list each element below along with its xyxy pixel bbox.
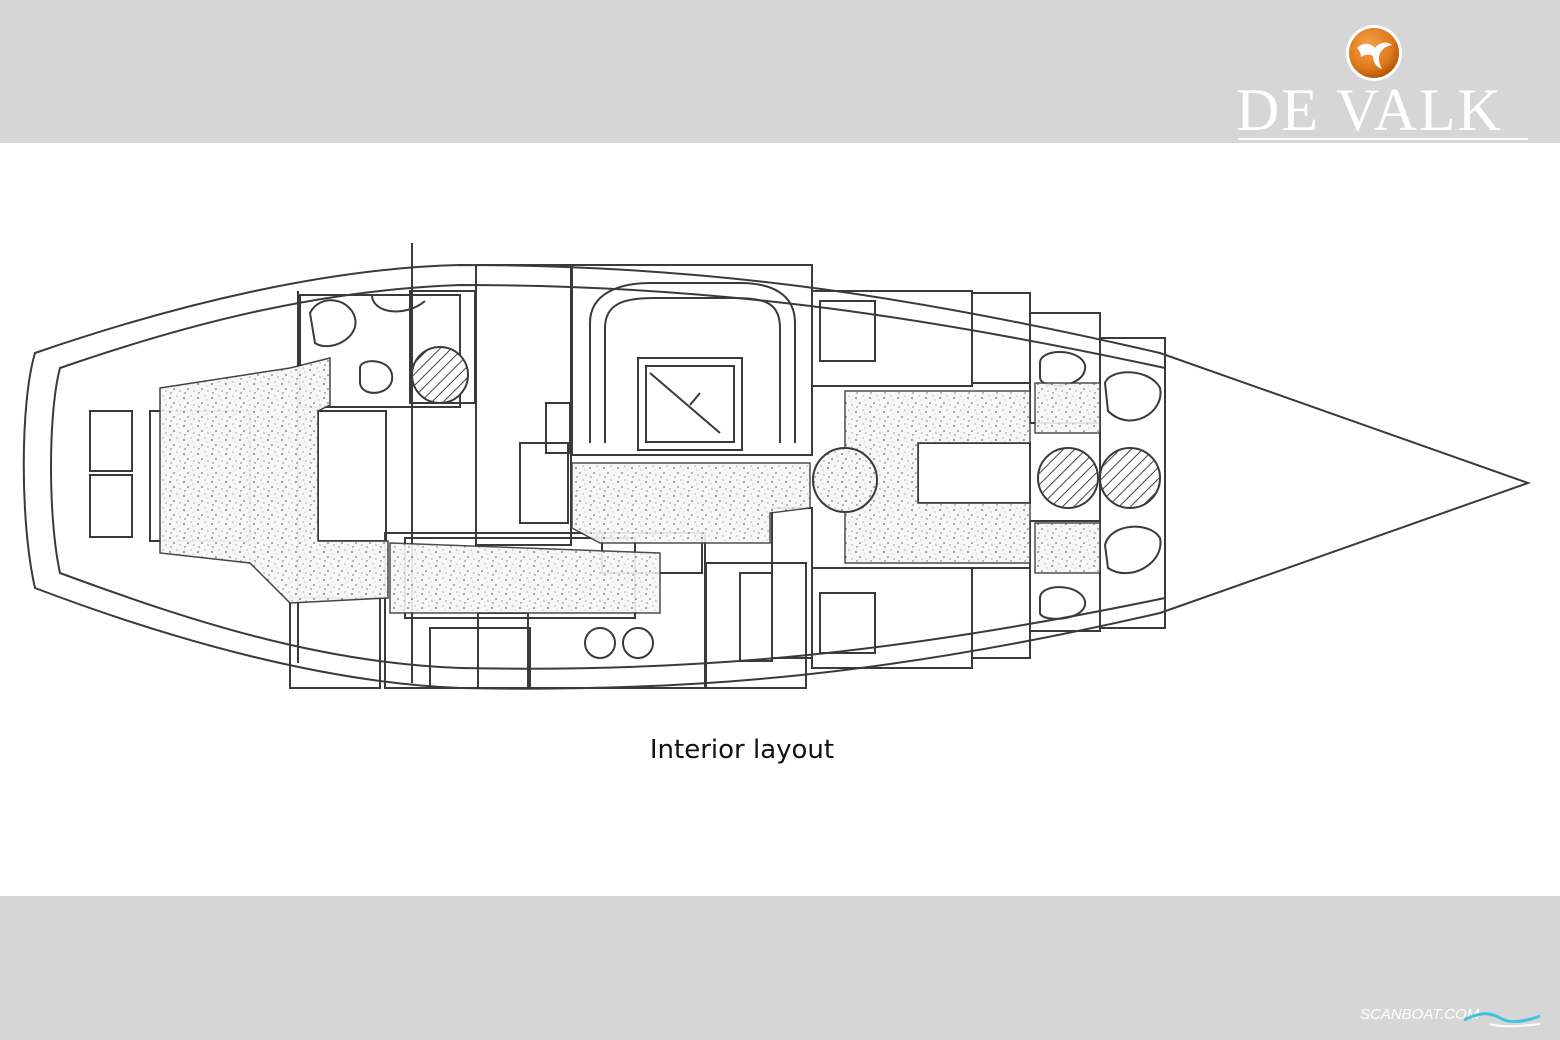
boat-interior-plan xyxy=(22,243,1532,690)
scanboat-watermark: SCANBOAT.COM xyxy=(1356,1000,1546,1030)
de-valk-logo: DE VALK xyxy=(1236,22,1536,142)
header-band xyxy=(0,0,1560,143)
logo-wordmark: DE VALK xyxy=(1236,77,1503,143)
watermark-text: SCANBOAT.COM xyxy=(1360,1006,1480,1023)
wave-swoosh-icon xyxy=(1463,1012,1541,1028)
footer-band xyxy=(0,896,1560,1040)
logo-underline xyxy=(1238,138,1528,140)
hawk-emblem-icon xyxy=(1346,25,1402,81)
drawing-caption: Interior layout xyxy=(649,735,835,765)
